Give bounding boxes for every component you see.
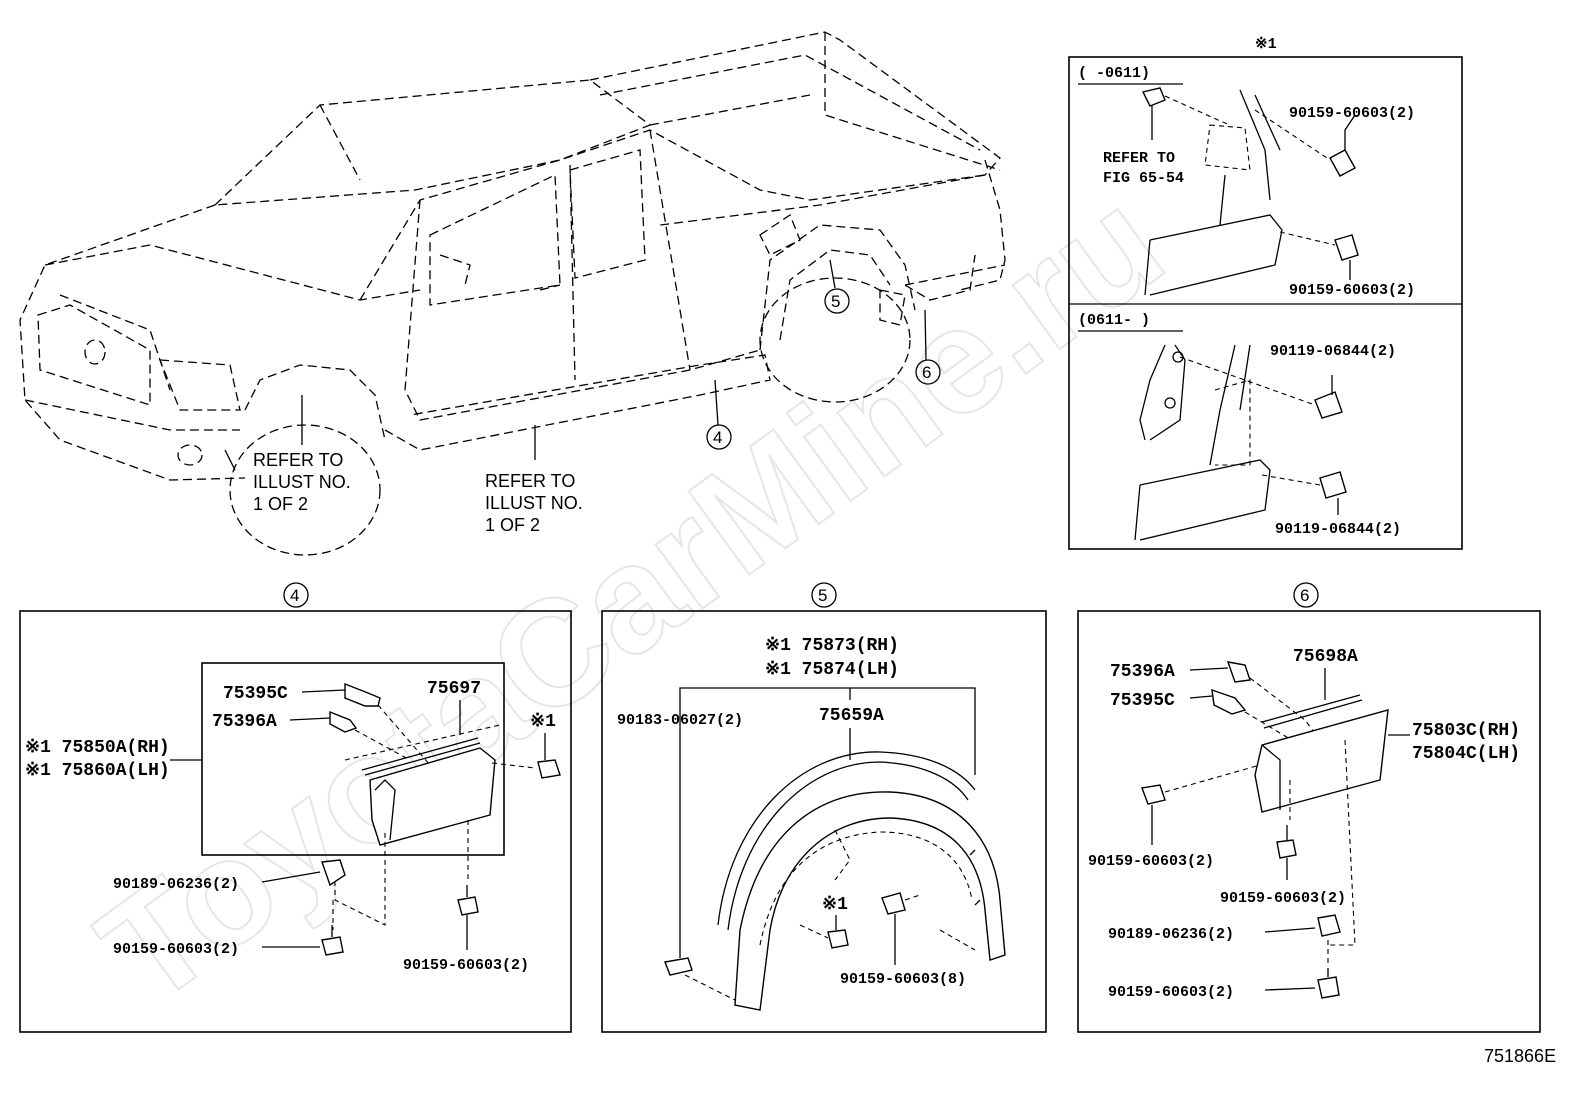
detail-header: ※1 [1255,36,1277,53]
p4-75395c: 75395C [223,684,288,704]
lower-range: (0611- ) [1078,312,1150,329]
p4-rh: ※1 75850A(RH) [25,738,170,758]
upper-part-bottom: 90159-60603(2) [1289,282,1415,299]
watermark: ToyotaCarMine.ru [70,157,1191,1036]
p5-lh: ※1 75874(LH) [765,660,899,680]
lower-part-bottom: 90119-06844(2) [1275,521,1401,538]
panel4-callout: 4 [290,586,299,605]
upper-part-top: 90159-60603(2) [1289,105,1415,122]
diagram-id: 751866E [1484,1046,1556,1066]
upper-refer-line2: FIG 65-54 [1103,170,1184,187]
p5-note1: ※1 [822,895,848,915]
upper-range: ( -0611) [1078,65,1150,82]
panel-5: 5 ※1 75873(RH) ※1 75874(LH) 75659A 90183… [601,582,1047,1033]
panel-6: 6 75396A 75395C 75698A 75803C(RH) 75804C… [1077,582,1541,1033]
refer-front-line3: 1 OF 2 [253,494,308,514]
refer-side-line3: 1 OF 2 [485,515,540,535]
panel5-callout: 5 [818,586,827,605]
p4-75396a: 75396A [212,712,277,732]
p6-75395c: 75395C [1110,691,1175,711]
p6-screw3: 90159-60603(2) [1108,984,1234,1001]
p6-screw1: 90159-60603(2) [1088,853,1214,870]
p4-note1: ※1 [530,712,556,732]
p6-rh: 75803C(RH) [1412,721,1520,741]
refer-front-line2: ILLUST NO. [253,472,351,492]
callout-5: 5 [831,292,840,311]
p4-screw-right: 90159-60603(2) [403,957,529,974]
refer-side-line1: REFER TO [485,471,575,491]
p5-rh: ※1 75873(RH) [765,636,899,656]
p4-screw-left: 90159-60603(2) [113,941,239,958]
p6-75396a: 75396A [1110,662,1175,682]
panel-4: 4 75395C 75396A 75697 ※1 ※1 75850A(RH) ※… [19,582,572,1033]
p6-screw2: 90159-60603(2) [1220,890,1346,907]
detail-note1-panel: ※1 ( -0611) REFER TO FIG 65-54 90159-606… [1068,36,1463,550]
p6-lh: 75804C(LH) [1412,744,1520,764]
p5-screws: 90159-60603(8) [840,971,966,988]
panel6-callout: 6 [1300,586,1309,605]
p6-clip: 90189-06236(2) [1108,926,1234,943]
truck-overview: 5 6 4 REFER TO ILLUST NO. 1 OF 2 REFER T… [19,31,1006,556]
callout-4: 4 [713,428,722,447]
p4-lh: ※1 75860A(LH) [25,761,170,781]
refer-side-line2: ILLUST NO. [485,493,583,513]
refer-front-line1: REFER TO [253,450,343,470]
p4-75697: 75697 [427,679,481,699]
p6-75698a: 75698A [1293,647,1358,667]
p5-left: 90183-06027(2) [617,712,743,729]
callout-6: 6 [922,363,931,382]
p5-75659a: 75659A [819,706,884,726]
upper-refer-line1: REFER TO [1103,150,1175,167]
p4-clip: 90189-06236(2) [113,876,239,893]
lower-part-top: 90119-06844(2) [1270,343,1396,360]
